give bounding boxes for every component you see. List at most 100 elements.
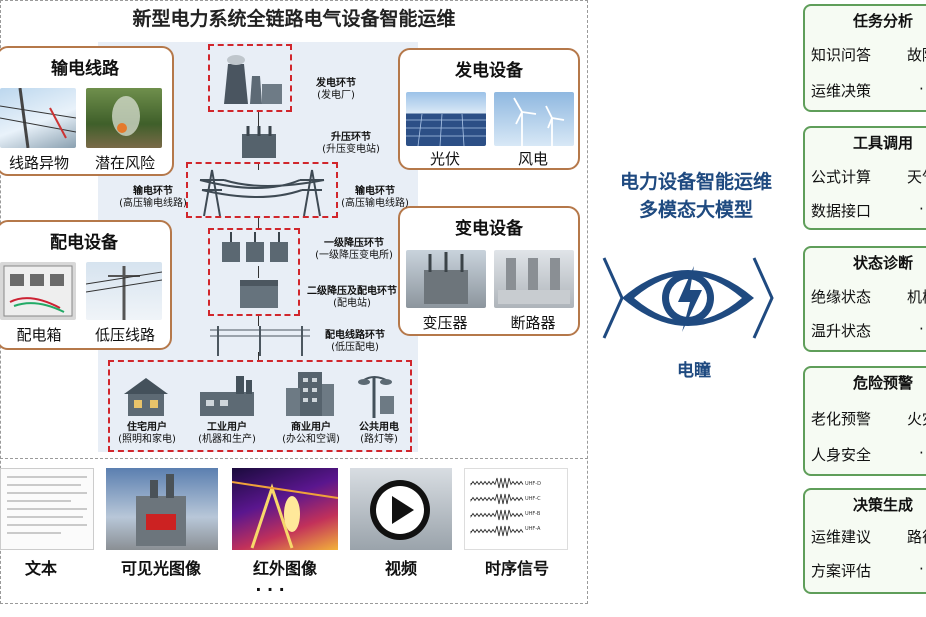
street-light-icon xyxy=(356,372,400,424)
panel-task-analysis[interactable]: 任务分析 知识问答 故障 运维决策 · xyxy=(803,4,926,112)
panel-title: 状态诊断 xyxy=(853,254,914,272)
panel-item: · xyxy=(919,320,924,338)
user-title: 商业用户 xyxy=(291,422,331,433)
card-item-label: 断路器 xyxy=(510,314,556,332)
panel-item: 故障 xyxy=(907,46,926,64)
panel-item: · xyxy=(919,200,924,218)
panel-item: 人身安全 xyxy=(811,446,872,464)
transmission-towers-icon xyxy=(186,162,338,222)
panel-item: · xyxy=(919,444,924,462)
gen-stage-sub: (发电厂) xyxy=(317,90,355,101)
signal-legend-label: UHF-C xyxy=(525,496,541,502)
modality-label-signal: 时序信号 xyxy=(484,559,549,578)
panel-item: · xyxy=(919,560,924,578)
signal-legend-label: UHF-B xyxy=(525,511,541,517)
flow-arrow xyxy=(258,266,259,278)
residential-user-icon xyxy=(120,374,172,422)
flow-arrow xyxy=(258,162,259,170)
step2-sub: (配电站) xyxy=(333,298,371,309)
step1-sub: (一级降压变电所) xyxy=(315,250,393,261)
signal-legend-label: UHF-A xyxy=(525,526,541,532)
more-modalities-ellipsis: · · · xyxy=(255,580,285,599)
card-item-label: 光伏 xyxy=(429,150,460,168)
card-substation[interactable]: 变电设备 变压器 断路器 xyxy=(398,206,580,336)
modality-label-infrared: 红外图像 xyxy=(252,559,317,578)
card-item-label: 配电箱 xyxy=(16,326,62,344)
panel-item: 运维建议 xyxy=(811,528,872,546)
panel-item: 老化预警 xyxy=(811,410,872,428)
trans-right-title: 输电环节 xyxy=(355,186,395,197)
modality-label-video: 视频 xyxy=(384,559,417,578)
step1-title: 一级降压环节 xyxy=(324,238,384,249)
panel-title: 危险预警 xyxy=(853,374,914,392)
card-distribution[interactable]: 配电设备 配电箱 低压线路 xyxy=(0,220,172,350)
step-down-highlight-box xyxy=(208,228,300,316)
photovoltaic-photo xyxy=(406,92,486,147)
flow-arrow xyxy=(258,218,259,230)
panel-item: 方案评估 xyxy=(811,562,872,580)
card-title: 配电设备 xyxy=(50,233,118,253)
panel-danger-warning[interactable]: 危险预警 老化预警 火灾 人身安全 · xyxy=(803,366,926,476)
flow-arrow xyxy=(258,112,259,126)
card-item-label: 低压线路 xyxy=(94,326,155,344)
panel-title: 任务分析 xyxy=(853,12,914,30)
card-item-label: 线路异物 xyxy=(8,154,69,172)
distribution-box-photo xyxy=(0,262,76,320)
industrial-user-icon xyxy=(198,374,256,422)
step2-title: 二级降压及配电环节 xyxy=(307,286,397,297)
commercial-user-icon xyxy=(284,370,336,422)
flow-arrow xyxy=(258,352,259,360)
signal-trace xyxy=(470,509,524,521)
card-item-label: 变压器 xyxy=(422,314,468,332)
signal-trace xyxy=(470,493,524,505)
distribution-station-icon xyxy=(238,278,280,314)
signal-trace xyxy=(470,525,524,537)
gen-stage-title: 发电环节 xyxy=(316,78,356,89)
panel-item: 路径 xyxy=(907,528,926,546)
video-thumbnail[interactable] xyxy=(350,468,452,550)
panel-item: 温升状态 xyxy=(811,322,872,340)
model-title: 电力设备智能运维 多模态大模型 xyxy=(596,168,796,224)
generation-highlight-box xyxy=(208,44,292,112)
circuit-breaker-photo xyxy=(494,250,574,308)
step-up-transformer-icon xyxy=(236,126,282,166)
main-title: 新型电力系统全链路电气设备智能运维 xyxy=(132,8,456,30)
panel-status-diagnosis[interactable]: 状态诊断 绝缘状态 机械 温升状态 · xyxy=(803,246,926,352)
card-item-label: 潜在风险 xyxy=(94,154,155,172)
panel-item: 机械 xyxy=(907,288,926,306)
eye-lightning-logo-icon xyxy=(598,248,778,352)
users-highlight-box xyxy=(108,360,412,452)
card-transmission[interactable]: 输电线路 线路异物 潜在风险 xyxy=(0,46,174,176)
power-plant-icon xyxy=(218,54,284,110)
user-sub: (办公和空调) xyxy=(282,434,340,445)
trans-left-title: 输电环节 xyxy=(133,186,173,197)
panel-item: 绝缘状态 xyxy=(811,288,872,306)
stepup-stage-title: 升压环节 xyxy=(331,132,371,143)
panel-tool-calling[interactable]: 工具调用 公式计算 天气 数据接口 · xyxy=(803,126,926,230)
potential-risk-photo xyxy=(86,88,162,148)
model-title-line2: 多模态大模型 xyxy=(638,199,753,221)
panel-decision-generation[interactable]: 决策生成 运维建议 路径 方案评估 · xyxy=(803,488,926,594)
panel-title: 决策生成 xyxy=(853,496,914,514)
panel-item: 公式计算 xyxy=(811,168,872,186)
signal-legend-label: UHF-D xyxy=(525,481,541,487)
flow-arrow xyxy=(258,316,259,326)
infrared-image-thumbnail xyxy=(231,468,339,550)
trans-left-sub: (高压输电线路) xyxy=(119,198,187,209)
transmission-highlight-box xyxy=(186,162,338,218)
model-title-line1: 电力设备智能运维 xyxy=(619,171,772,193)
dist-line-sub: (低压配电) xyxy=(331,342,379,353)
transformer-photo xyxy=(406,250,486,308)
panel-item: 运维决策 xyxy=(811,82,872,100)
card-generation[interactable]: 发电设备 光伏 风电 xyxy=(398,48,580,170)
model-name-label: 电瞳 xyxy=(677,361,711,381)
time-series-signal-thumbnail: UHF-D UHF-C UHF-B UHF-A xyxy=(464,468,568,550)
user-title: 住宅用户 xyxy=(127,422,167,433)
stepup-stage-sub: (升压变电站) xyxy=(322,144,380,155)
user-title: 公共用电 xyxy=(359,422,399,433)
card-title: 输电线路 xyxy=(51,59,119,79)
wind-power-photo xyxy=(494,92,574,146)
panel-item: 知识问答 xyxy=(811,46,872,64)
step-down-substation-icon xyxy=(220,232,290,268)
user-sub: (机器和生产) xyxy=(198,434,256,445)
